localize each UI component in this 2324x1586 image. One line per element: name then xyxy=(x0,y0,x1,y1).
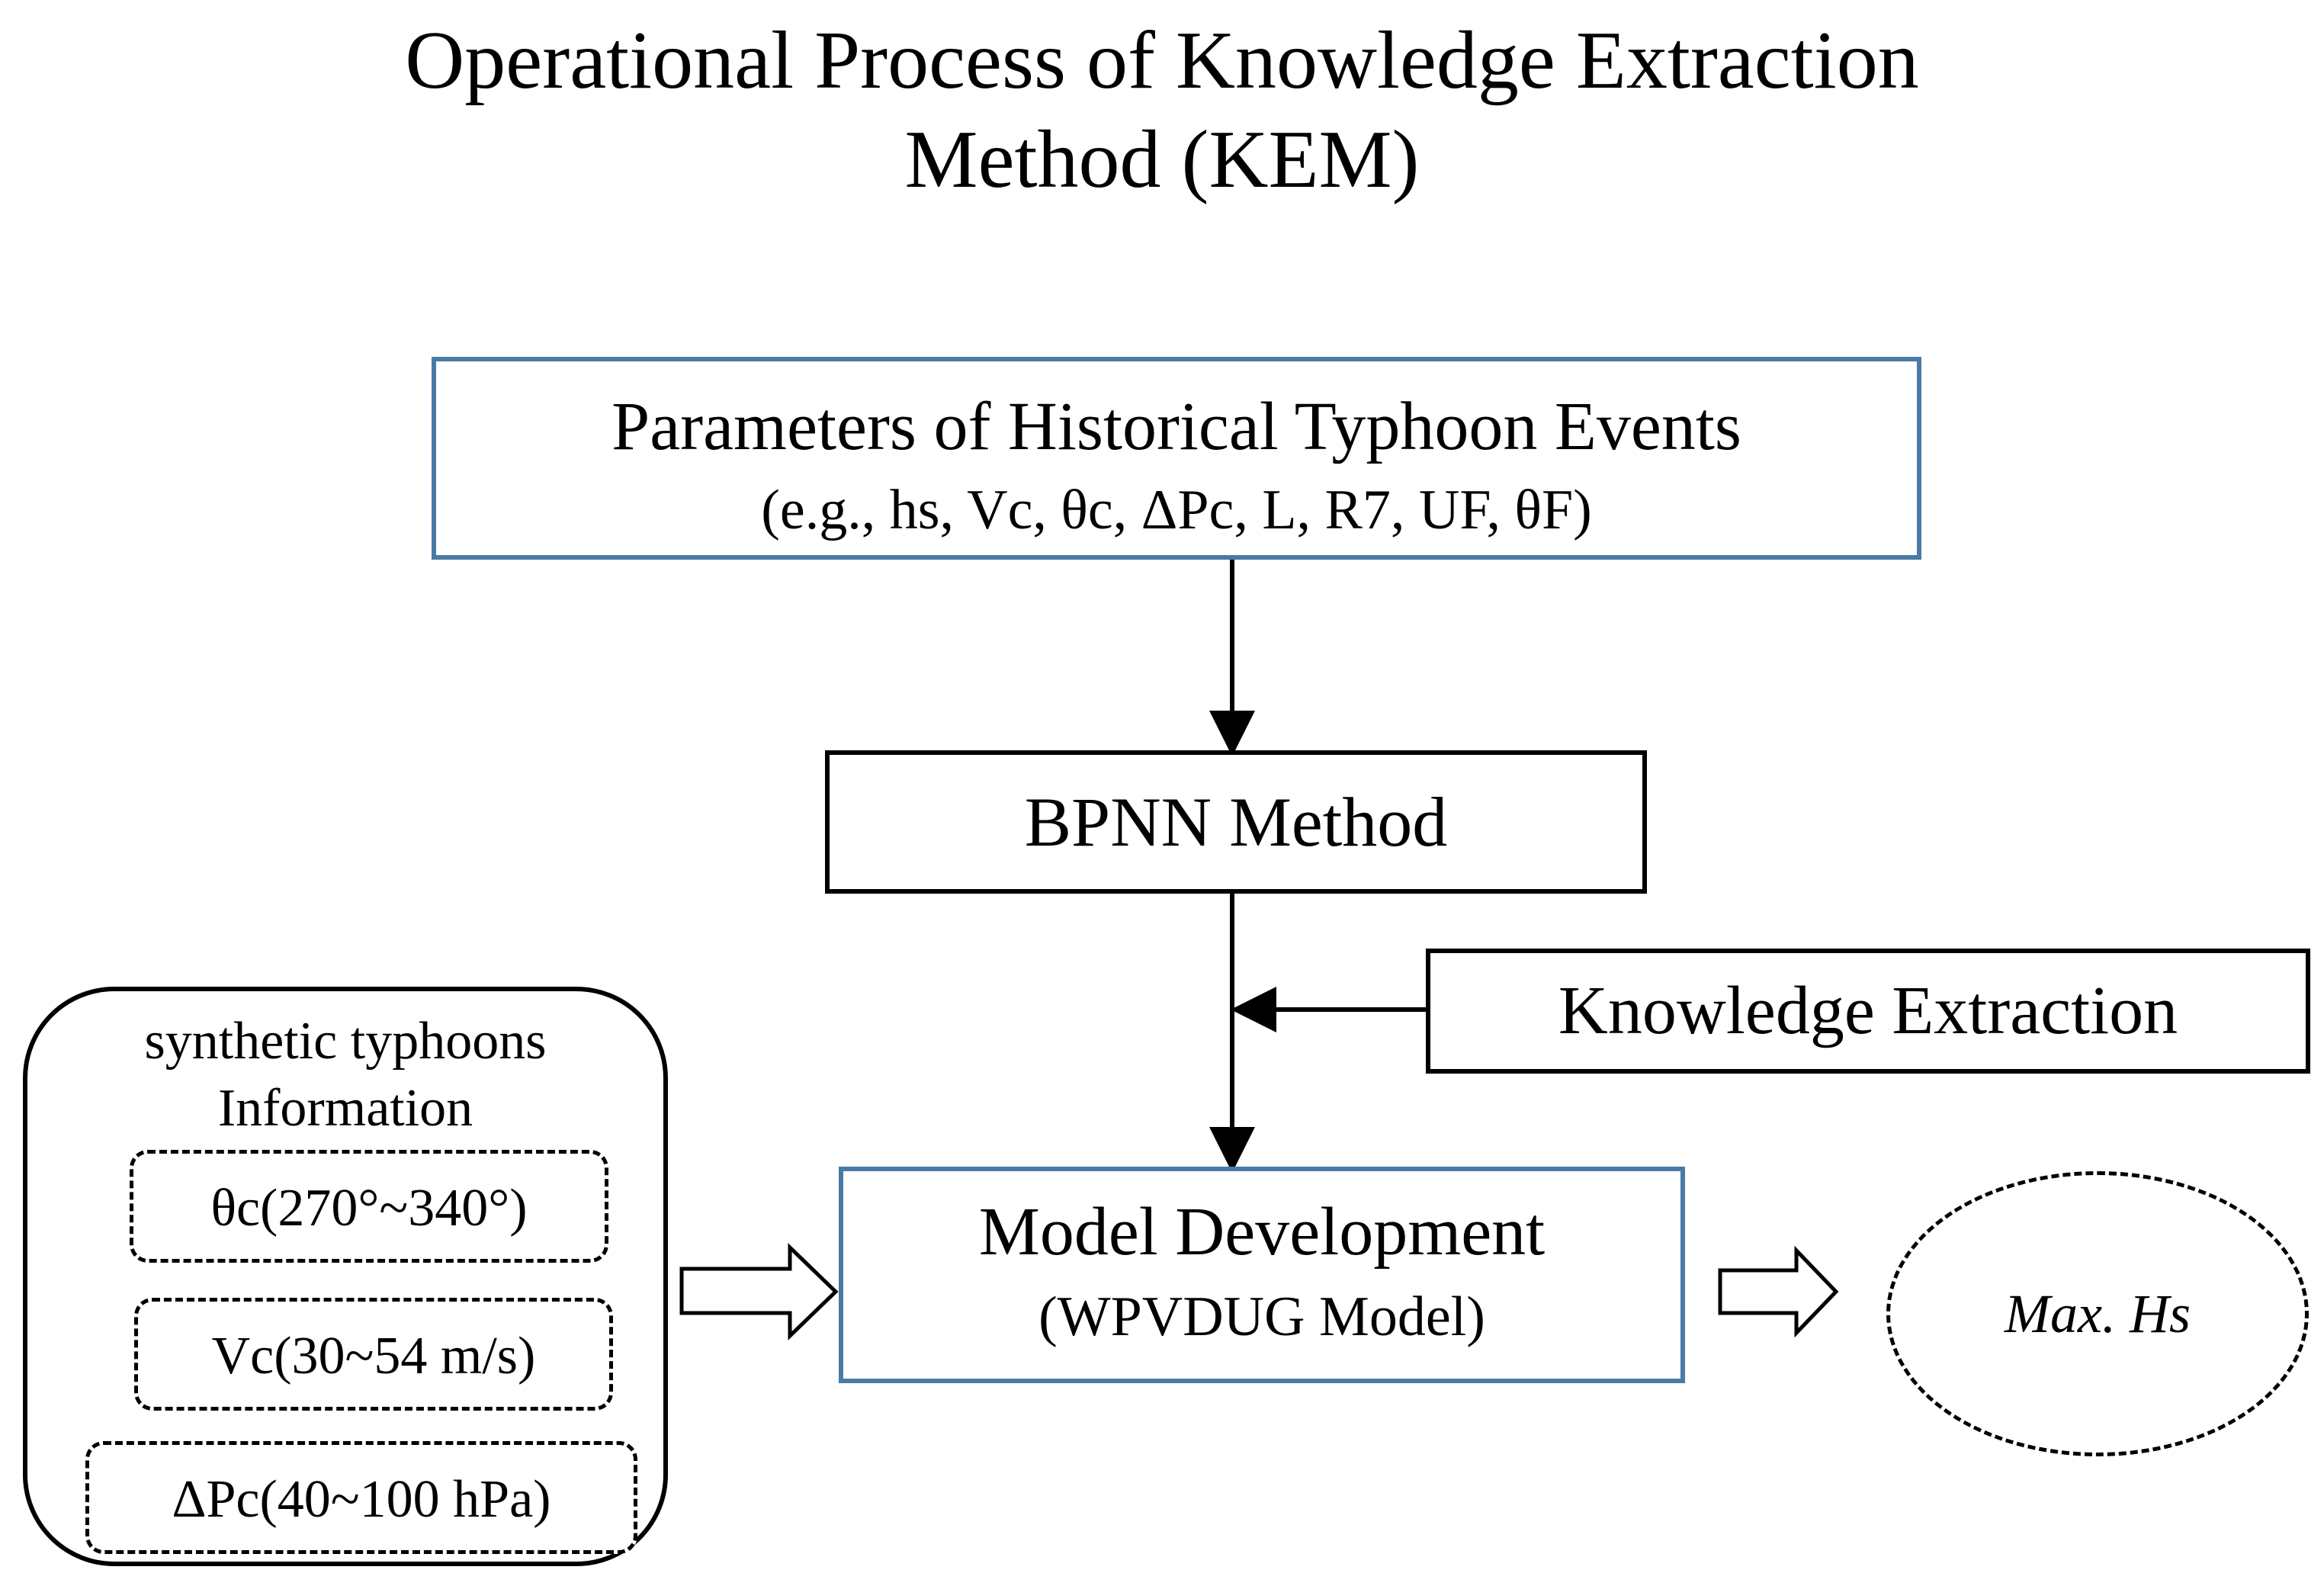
knowledge-extraction-box: Knowledge Extraction xyxy=(1426,949,2310,1074)
block-arrow-model-to-output xyxy=(1718,1245,1839,1338)
vc-range-label: Vc(30~54 m/s) xyxy=(211,1327,536,1385)
historical-parameters-list: (e.g., hs, Vc, θc, ΔPc, L, R7, UF, θF) xyxy=(761,479,1592,541)
knowledge-extraction-label: Knowledge Extraction xyxy=(1558,973,2178,1048)
model-development-subtitle: (WPVDUG Model) xyxy=(1038,1286,1485,1348)
synthetic-typhoons-panel: synthetic typhoons Information θc(270°~3… xyxy=(23,987,668,1566)
model-development-box: Model Development (WPVDUG Model) xyxy=(839,1167,1685,1383)
diagram-title-line2: Method (KEM) xyxy=(904,114,1420,205)
max-hs-output-ellipse: Max. Hs xyxy=(1886,1171,2309,1456)
bpnn-method-box: BPNN Method xyxy=(825,750,1647,894)
historical-parameters-box: Parameters of Historical Typhoon Events … xyxy=(432,357,1921,560)
historical-parameters-title: Parameters of Historical Typhoon Events xyxy=(611,389,1741,464)
diagram-title-line1: Operational Process of Knowledge Extract… xyxy=(405,15,1919,106)
max-hs-label: Max. Hs xyxy=(2005,1283,2191,1344)
synthetic-panel-title-line2: Information xyxy=(217,1079,473,1138)
bpnn-method-label: BPNN Method xyxy=(1024,783,1448,861)
dp-range-label: ΔPc(40~100 hPa) xyxy=(172,1470,551,1529)
synthetic-panel-title-line1: synthetic typhoons xyxy=(144,1012,547,1071)
theta-range-box: θc(270°~340°) xyxy=(130,1150,608,1263)
vc-range-box: Vc(30~54 m/s) xyxy=(134,1298,613,1411)
block-arrow-synthetic-to-model xyxy=(679,1243,839,1340)
model-development-title: Model Development xyxy=(978,1194,1546,1270)
dp-range-box: ΔPc(40~100 hPa) xyxy=(85,1441,637,1554)
theta-range-label: θc(270°~340°) xyxy=(210,1179,528,1238)
